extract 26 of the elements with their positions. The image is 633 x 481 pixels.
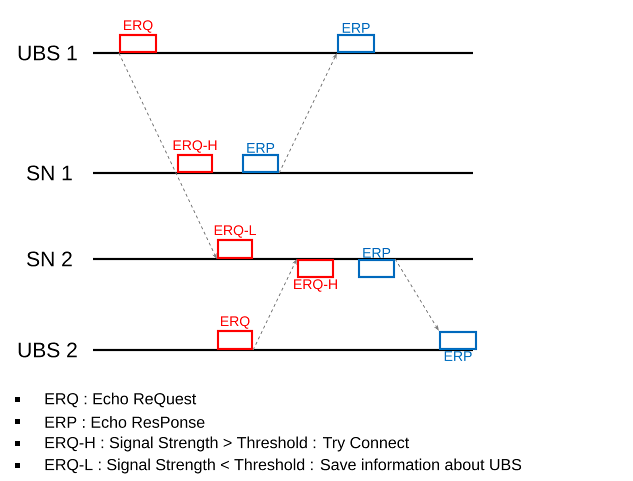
lane-label: SN 2	[27, 252, 72, 266]
node-label: ERQ	[220, 316, 250, 329]
message-box: ERQ-L	[214, 225, 256, 260]
lane-label: SN 1	[27, 166, 72, 180]
note: ERP : Echo ResPonse	[46, 416, 204, 428]
node-label: ERP	[342, 23, 370, 33]
message-box: ERQ	[118, 20, 158, 54]
note: ERQ-H : Signal Strength > Threshold : Try Connect	[46, 436, 410, 452]
node-label: ERQ-H	[174, 140, 216, 153]
message-box: ERP	[336, 23, 376, 54]
message-box: ERP	[242, 143, 280, 174]
node-label: ERQ-L	[214, 225, 256, 238]
node-label: ERQ-H	[294, 279, 337, 292]
message-box: ERP	[438, 330, 478, 361]
node-label: ERP	[444, 351, 472, 361]
node-label: ERP	[247, 143, 274, 153]
message-box: ERQ-H	[294, 258, 337, 292]
lane-label: UBS 2	[18, 342, 77, 358]
note: ERQ : Echo ReQuest	[46, 392, 196, 408]
message-box: ERQ-H	[174, 140, 216, 174]
message-box: ERP	[358, 248, 396, 278]
message-box: ERQ	[216, 316, 254, 350]
lane-label: UBS 1	[18, 46, 77, 60]
note: ERQ-L : Signal Strength < Threshold : Save information about UBS	[46, 458, 522, 474]
node-label: ERP	[363, 248, 390, 258]
node-label: ERQ	[124, 20, 153, 33]
